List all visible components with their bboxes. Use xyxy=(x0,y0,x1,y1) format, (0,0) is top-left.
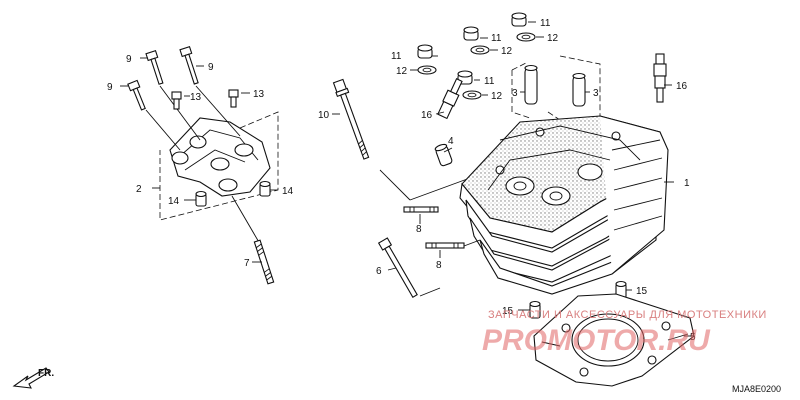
front-direction-indicator: FR. xyxy=(12,367,54,389)
callout-9: 9 xyxy=(107,82,113,93)
callout-12: 12 xyxy=(501,46,513,57)
callout-11: 11 xyxy=(540,18,551,29)
callout-12: 12 xyxy=(547,33,559,44)
callout-14: 14 xyxy=(168,196,180,207)
stud-bolt-7 xyxy=(231,195,275,285)
watermark-brand: PROMOTOR.RU xyxy=(482,324,711,357)
bolt-13-group xyxy=(171,89,239,110)
callout-15: 15 xyxy=(502,306,514,317)
callout-13: 13 xyxy=(190,92,202,103)
callout-14: 14 xyxy=(282,186,294,197)
front-arrow-icon xyxy=(12,367,50,389)
callout-10: 10 xyxy=(318,110,330,121)
watermark: ЗАПЧАСТИ И АКСЕССУАРЫ ДЛЯ МОТОТЕХНИКИ PR… xyxy=(482,309,767,357)
callout-11: 11 xyxy=(391,51,402,62)
callout-11: 11 xyxy=(491,33,502,44)
dowel-pin-4 xyxy=(434,143,453,167)
callout-2: 2 xyxy=(136,184,142,195)
leader-lines xyxy=(120,21,692,337)
callout-16: 16 xyxy=(421,110,433,121)
watermark-subtitle: ЗАПЧАСТИ И АКСЕССУАРЫ ДЛЯ МОТОТЕХНИКИ xyxy=(488,309,767,321)
callout-16: 16 xyxy=(676,81,688,92)
callout-12: 12 xyxy=(491,91,503,102)
callout-8: 8 xyxy=(436,260,442,271)
callout-13: 13 xyxy=(253,89,265,100)
callout-3: 3 xyxy=(512,88,518,99)
cylinder-head xyxy=(459,115,669,295)
callout-8: 8 xyxy=(416,224,422,235)
valve-guide-group xyxy=(511,55,601,135)
bolt-6 xyxy=(377,237,441,298)
callout-12: 12 xyxy=(396,66,408,77)
stud-bolt-10 xyxy=(332,78,471,201)
callout-6: 6 xyxy=(376,266,382,277)
spark-plug-group xyxy=(437,53,667,120)
bolt-9-group xyxy=(127,45,241,151)
callout-11: 11 xyxy=(484,76,495,87)
callout-7: 7 xyxy=(244,258,250,269)
stud-8-lower xyxy=(425,239,481,249)
callout-3: 3 xyxy=(593,88,599,99)
stud-8-upper xyxy=(403,206,439,213)
diagram-code: MJA8E0200 xyxy=(732,384,781,394)
cap-nut-washer-group xyxy=(417,12,536,100)
callout-5: 5 xyxy=(690,332,696,343)
head-gasket xyxy=(533,293,695,387)
callout-1: 1 xyxy=(684,178,690,189)
callout-4: 4 xyxy=(448,136,454,147)
callout-15: 15 xyxy=(636,286,648,297)
callout-labels: 9 9 9 13 13 2 14 14 7 10 11 12 11 12 11 … xyxy=(107,18,696,343)
callout-9: 9 xyxy=(208,62,214,73)
rocker-arm-assembly xyxy=(152,111,279,221)
callout-9: 9 xyxy=(126,54,132,65)
front-label: FR. xyxy=(38,368,54,379)
